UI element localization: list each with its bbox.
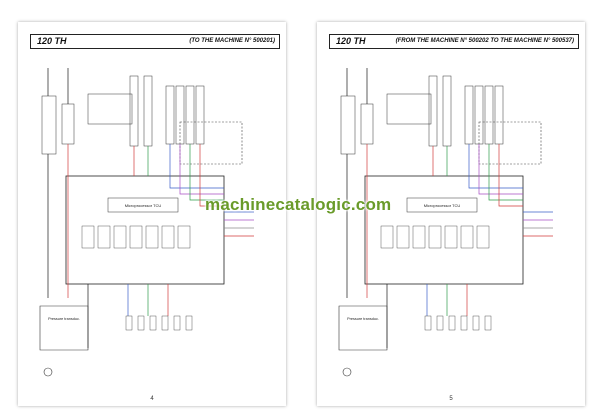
sensor-label: Pressure transduc.	[48, 317, 80, 321]
connector-group	[41, 75, 205, 155]
page-number: 4	[150, 396, 154, 402]
motor-symbol	[43, 367, 53, 377]
connector-group	[340, 75, 504, 155]
sensor-box	[39, 305, 89, 351]
output-connectors	[125, 315, 193, 331]
micro-unit-box	[107, 197, 179, 213]
output-connectors	[424, 315, 492, 331]
micro-unit-label: Microprocessor TCU	[125, 203, 162, 208]
control-unit-frame	[364, 175, 524, 285]
page-subtitle: (TO THE MACHINE N° 500201)	[189, 38, 275, 44]
page-title: 120 TH	[336, 36, 366, 46]
dashed-module-box	[478, 121, 542, 165]
wiring-diagram: Microprocessor TCU	[338, 68, 553, 377]
relay-blocks	[380, 225, 490, 249]
control-unit-frame	[65, 175, 225, 285]
relay-blocks	[81, 225, 191, 249]
page-subtitle: (FROM THE MACHINE N° 500202 TO THE MACHI…	[395, 38, 574, 44]
micro-unit-box	[406, 197, 478, 213]
page-header: 120 TH (FROM THE MACHINE N° 500202 TO TH…	[329, 34, 579, 49]
watermark: machinecatalogic.com	[205, 195, 392, 214]
motor-symbol	[342, 367, 352, 377]
wires	[47, 68, 254, 348]
left-page: 120 TH (TO THE MACHINE N° 500201) Microp…	[18, 22, 286, 406]
sensor-label: Pressure transduc.	[347, 317, 379, 321]
dashed-module-box	[179, 121, 243, 165]
page-number: 5	[449, 396, 453, 402]
micro-unit-label: Microprocessor TCU	[424, 203, 461, 208]
page-title: 120 TH	[37, 36, 67, 46]
wires	[346, 68, 553, 348]
wiring-diagram: Microprocessor TCU	[39, 68, 254, 377]
right-page: 120 TH (FROM THE MACHINE N° 500202 TO TH…	[317, 22, 585, 406]
page-header: 120 TH (TO THE MACHINE N° 500201)	[30, 34, 280, 49]
sensor-box	[338, 305, 388, 351]
